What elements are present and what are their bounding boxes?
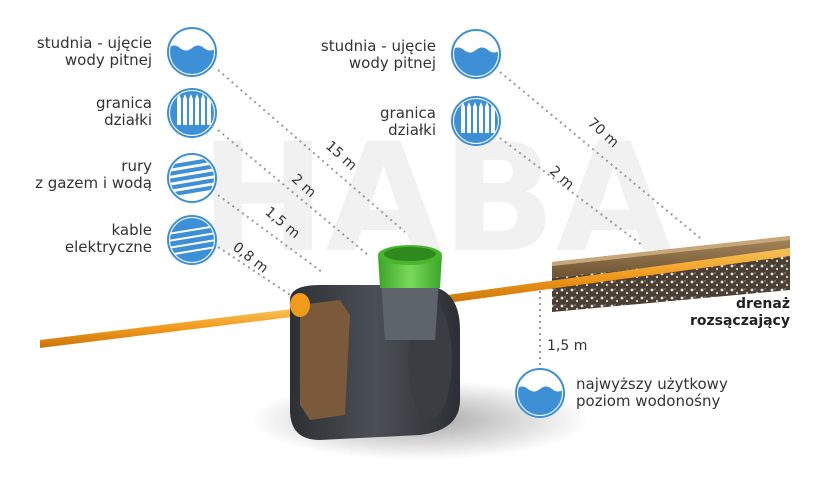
label-well-left: studnia - ujęcie wody pitnej — [36, 34, 152, 69]
label-well-right: studnia - ujęcie wody pitnej — [320, 37, 436, 72]
leader-lines — [217, 69, 701, 375]
right-fence-icon — [451, 96, 501, 146]
drainage-label: drenaż rozsączający — [689, 296, 790, 329]
label-cables-left: kable elektryczne — [64, 221, 152, 256]
left-pipes-icon — [167, 153, 217, 203]
groundwater-label: najwyższy użytkowy poziom wodonośny — [576, 375, 728, 410]
septic-tank — [290, 245, 460, 440]
label-border-left: granica działki — [96, 94, 152, 129]
distance-groundwater: 1,5 m — [547, 338, 588, 354]
groundwater-water-icon — [515, 368, 565, 418]
drainage-field — [552, 236, 790, 312]
label-border-right: granica działki — [380, 104, 436, 139]
orange-pipe — [40, 248, 790, 348]
left-water-icon — [167, 27, 217, 77]
left-fence-icon — [167, 88, 217, 138]
label-pipes-left: rury z gazem i wodą — [35, 157, 152, 192]
right-water-icon — [451, 29, 501, 79]
left-cables-icon — [167, 215, 217, 265]
